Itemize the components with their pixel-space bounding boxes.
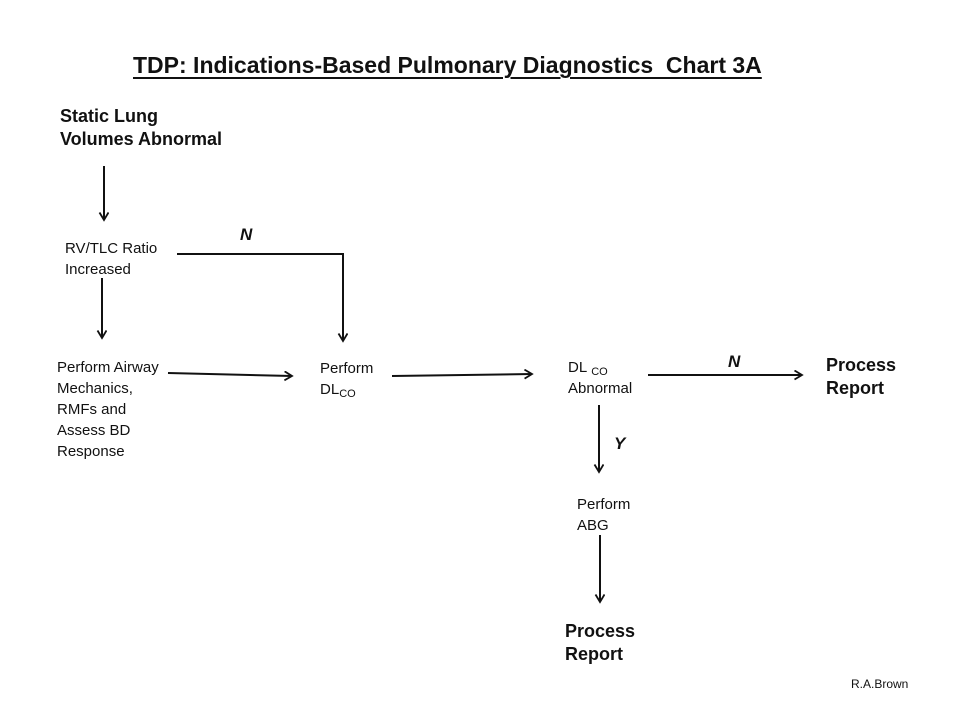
node-perform-dlco: Perform DLCO <box>320 358 373 400</box>
node-line: Abnormal <box>568 380 633 397</box>
node-line: RV/TLC Ratio <box>65 240 158 257</box>
subscript-co: CO <box>339 388 356 400</box>
node-line: Mechanics, <box>57 380 133 397</box>
node-line: Perform Airway <box>57 359 159 376</box>
node-line: Process <box>826 355 897 375</box>
arrow-performairway-to-performdlco <box>167 373 292 376</box>
node-line: Volumes Abnormal <box>60 129 223 149</box>
page-title: TDP: Indications-Based Pulmonary Diagnos… <box>133 52 762 78</box>
branch-label-n-right: N <box>728 352 741 371</box>
node-line: DLCO <box>320 379 373 400</box>
node-line: Response <box>57 443 125 460</box>
node-line-main: DL <box>320 381 340 398</box>
node-line: Process <box>565 621 636 641</box>
node-process-report-bottom: Process Report <box>565 620 635 666</box>
node-perform-airway-mechanics: Perform Airway Mechanics, RMFs and Asses… <box>57 357 159 462</box>
node-line-main: DL <box>568 359 588 376</box>
node-process-report-right: Process Report <box>826 354 896 400</box>
node-line: ABG <box>577 517 609 534</box>
subscript-co: CO <box>591 366 608 378</box>
author-credit: R.A.Brown <box>851 677 909 691</box>
node-line: Perform <box>320 360 374 377</box>
node-line: Assess BD <box>57 422 131 439</box>
arrow-rvtlc-no-to-performdlco <box>177 253 343 341</box>
arrow-performdlco-to-dlcoabnormal <box>391 374 532 376</box>
node-static-lung-volumes-abnormal: Static Lung Volumes Abnormal <box>60 105 222 151</box>
node-line: Perform <box>577 496 631 513</box>
node-line: RMFs and <box>57 401 127 418</box>
node-line: Report <box>565 644 623 664</box>
node-perform-abg: Perform ABG <box>577 494 630 536</box>
branch-label-n-top: N <box>240 225 253 244</box>
branch-label-y: Y <box>614 434 626 453</box>
node-line: Report <box>826 378 884 398</box>
node-line: Static Lung <box>60 106 158 126</box>
node-line: Increased <box>65 261 131 278</box>
node-rv-tlc-ratio-increased: RV/TLC Ratio Increased <box>65 238 157 280</box>
